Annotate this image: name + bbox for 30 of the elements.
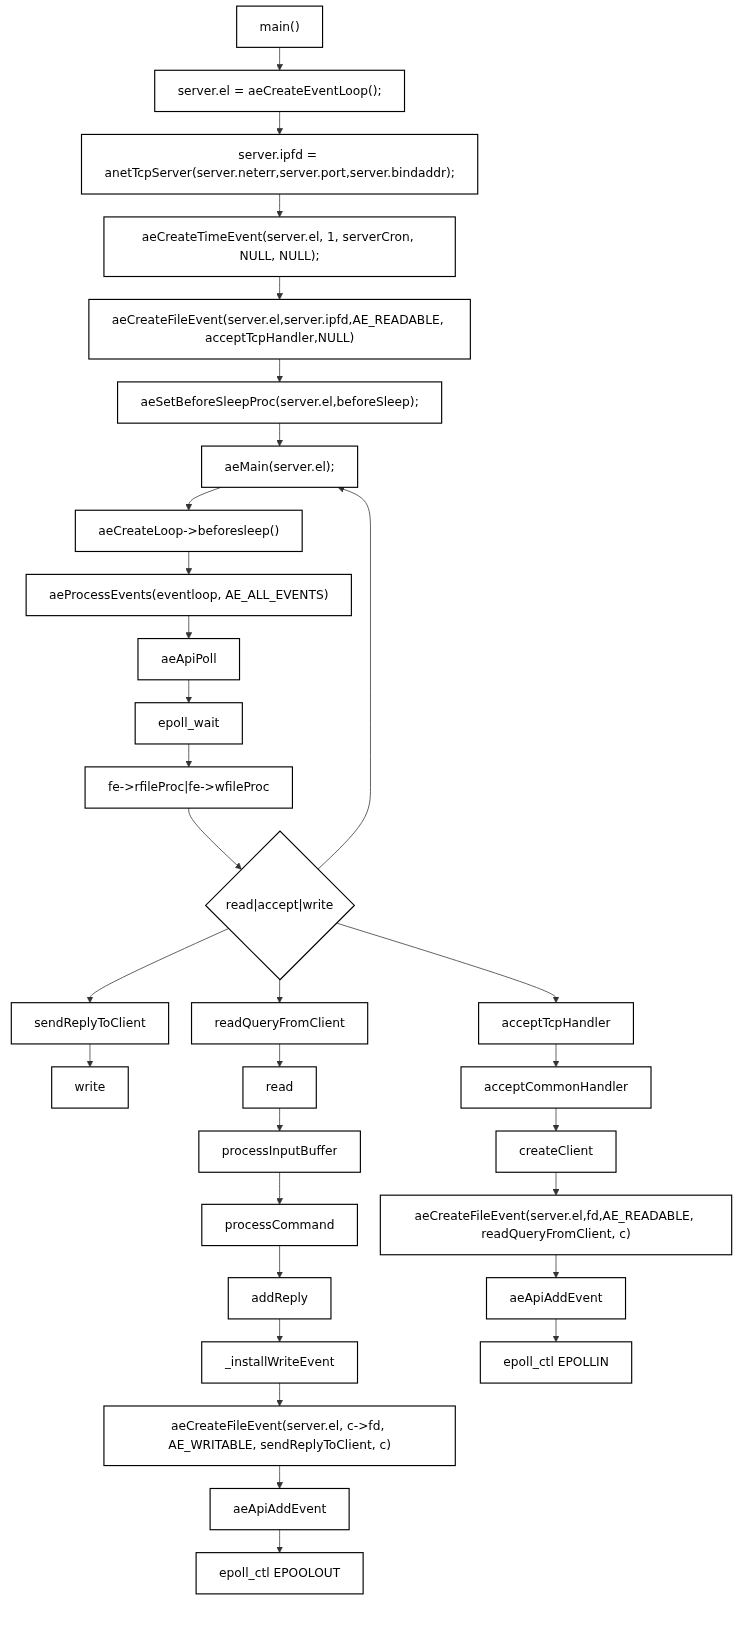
node-box: read bbox=[242, 1066, 317, 1109]
node-box: fe->rfileProc|fe->wfileProc bbox=[84, 766, 293, 809]
node-box: aeCreateFileEvent(server.el,server.ipfd,AE_READABLE, acceptTcpHandler,NULL) bbox=[88, 298, 471, 360]
node-box: readQueryFromClient bbox=[190, 1002, 369, 1045]
node-box: _installWriteEvent bbox=[201, 1341, 359, 1384]
node-box: aeApiAddEvent bbox=[209, 1487, 350, 1531]
node-diamond: read|accept|write bbox=[204, 830, 356, 981]
node-box: aeSetBeforeSleepProc(server.el,beforeSleep); bbox=[117, 381, 443, 424]
node-box: acceptTcpHandler bbox=[478, 1002, 634, 1045]
node-box: aeMain(server.el); bbox=[201, 445, 359, 488]
node-box: aeCreateTimeEvent(server.el, 1, serverCron, NULL, NULL); bbox=[103, 216, 456, 278]
node-box: epoll_wait bbox=[134, 702, 243, 745]
node-box: createClient bbox=[495, 1130, 617, 1173]
node-box: addReply bbox=[227, 1277, 332, 1320]
node-box: aeCreateFileEvent(server.el,fd,AE_READABLE, readQueryFromClient, c) bbox=[379, 1194, 733, 1256]
node-box: epoll_ctl EPOOLOUT bbox=[195, 1552, 364, 1595]
node-box: aeProcessEvents(eventloop, AE_ALL_EVENTS) bbox=[25, 573, 352, 617]
node-box: aeCreateFileEvent(server.el, c->fd, AE_WRITABLE, sendReplyToClient, c) bbox=[103, 1405, 456, 1467]
node-box: processCommand bbox=[201, 1203, 358, 1247]
node-box: processInputBuffer bbox=[198, 1130, 361, 1173]
node-box: aeApiPoll bbox=[137, 638, 241, 681]
node-box: acceptCommonHandler bbox=[460, 1066, 652, 1109]
node-box: server.el = aeCreateEventLoop(); bbox=[154, 69, 406, 113]
node-box: aeCreateLoop->beforesleep() bbox=[74, 509, 303, 553]
node-box: aeApiAddEvent bbox=[485, 1277, 627, 1320]
node-box: sendReplyToClient bbox=[10, 1002, 170, 1045]
node-box: server.ipfd = anetTcpServer(server.neterr,server.port,server.bindaddr); bbox=[80, 133, 479, 195]
node-box: write bbox=[51, 1066, 129, 1109]
node-box: main() bbox=[236, 5, 324, 48]
node-box: epoll_ctl EPOLLIN bbox=[479, 1341, 633, 1384]
